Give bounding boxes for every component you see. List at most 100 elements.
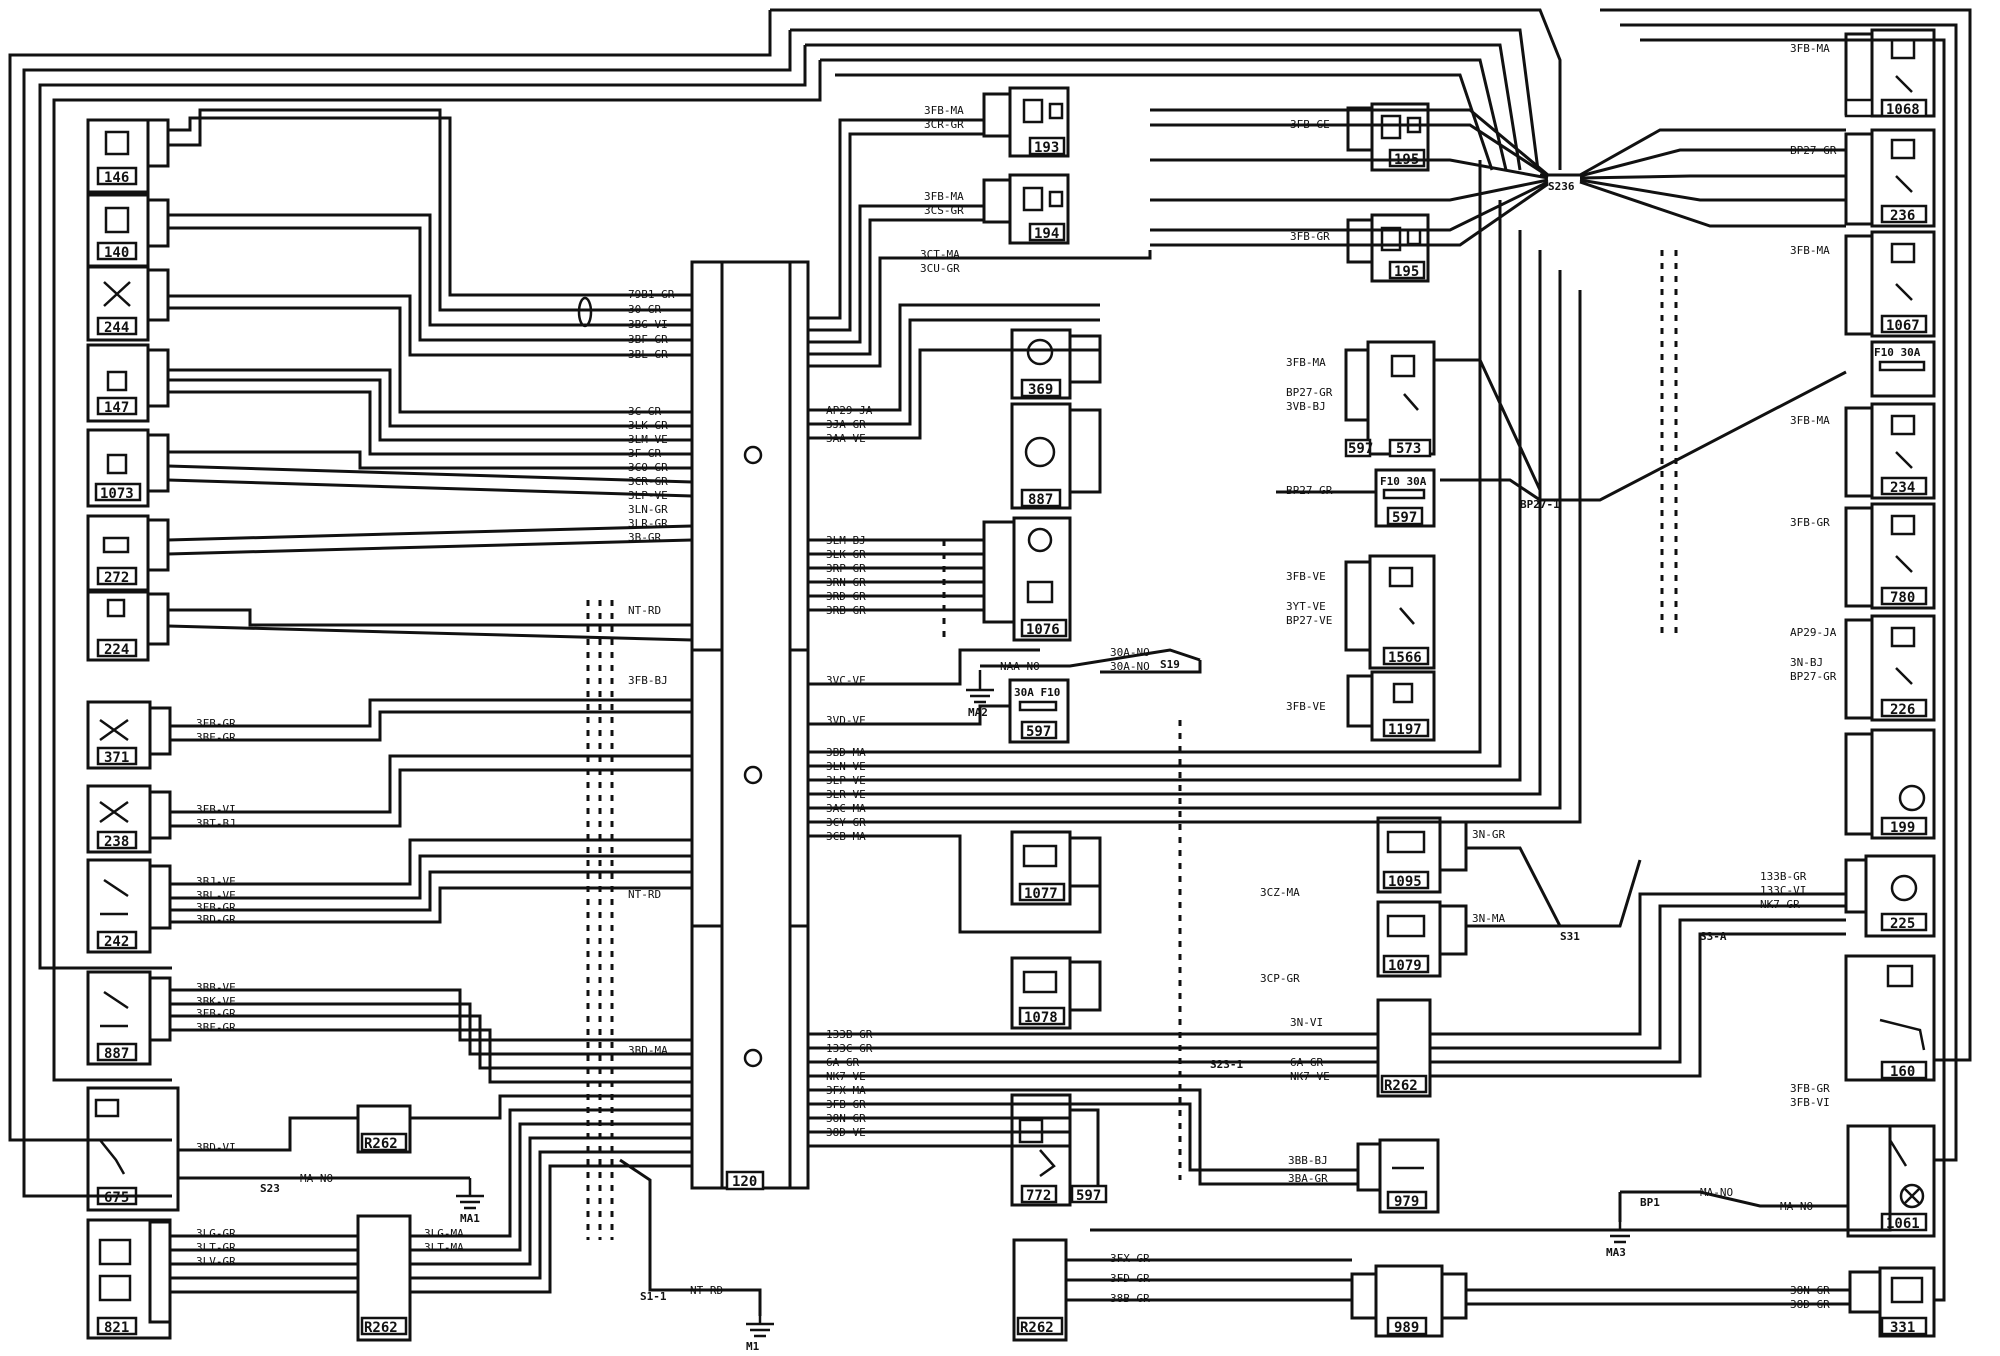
wire-label: 3BD-MA <box>826 746 866 759</box>
wire-label: 3LM-BJ <box>826 534 866 547</box>
component-1061-label: 1061 <box>1886 1216 1920 1232</box>
wire-label: NK7-VE <box>1290 1070 1330 1083</box>
component-236-label: 236 <box>1890 208 1915 224</box>
wire-label: 3B-GR <box>628 531 661 544</box>
wire-label: 3FB-MA <box>1286 356 1326 369</box>
wire-label: 3BD-VI <box>196 1141 236 1154</box>
wire-label: 3LV-GR <box>196 1255 236 1268</box>
wire-label: 3BE-GR <box>196 731 236 744</box>
wire-label: 3FB-VE <box>1286 700 1326 713</box>
wire-label: BP27-GR <box>1790 144 1837 157</box>
wire-label: 133C-VI <box>1760 884 1806 897</box>
splice-s4: S3-A <box>1700 930 1727 943</box>
wire-label: 3BD-MA <box>628 1044 668 1057</box>
wire-label: 3FB-MA <box>1790 244 1830 257</box>
wire-label: 30-GR <box>628 303 661 316</box>
wire-label: 3FB-GR <box>196 1007 236 1020</box>
wire-label: 3BK-VE <box>196 995 236 1008</box>
wire-label: 3YT-VE <box>1286 600 1326 613</box>
wire-label: 3AC-MA <box>826 802 866 815</box>
wire-label: 3N-GR <box>1472 828 1505 841</box>
wire-label: 38D-GR <box>1790 1298 1830 1311</box>
wire-label: NT-RD <box>628 888 661 901</box>
component-979-label: 979 <box>1394 1194 1419 1210</box>
wire-label: NT-RD <box>628 604 661 617</box>
connector-262c-label: R262 <box>1020 1320 1054 1336</box>
wire-label: 133B-GR <box>1760 870 1807 883</box>
component-244-label: 244 <box>104 320 129 336</box>
component-238-label: 238 <box>104 834 129 850</box>
middle-components: 193 194 369 887 1076 30A F10 597 <box>356 86 1432 1342</box>
ground-m4-label: MA3 <box>1606 1246 1626 1259</box>
component-887-label: 887 <box>104 1046 129 1062</box>
wire-label: 3BF-GR <box>628 333 668 346</box>
component-140-label: 140 <box>104 245 129 261</box>
fuse-f3-label: 30A F10 <box>1014 686 1060 699</box>
wire-label: 3VC-VE <box>826 674 866 687</box>
component-1079-label: 1079 <box>1388 958 1422 974</box>
component-1077-label: 1077 <box>1024 886 1058 902</box>
wire-label: 3FB-GR <box>826 1098 866 1111</box>
wire-label: 3BD-GR <box>196 913 236 926</box>
wire-label: 3FB-MA <box>1790 42 1830 55</box>
connector-262d-label: R262 <box>1384 1078 1418 1094</box>
ecu-120: 120 <box>690 260 810 1191</box>
component-225-label: 225 <box>1890 916 1915 932</box>
wire-label: 3FX-MA <box>826 1084 866 1097</box>
wire-label: 133C-GR <box>826 1042 873 1055</box>
splice-s7: S19 <box>1160 658 1180 671</box>
wire-label: 3LP-VE <box>628 489 668 502</box>
wire-label: AP29-JA <box>826 404 873 417</box>
wire-label: 3FB-GR <box>196 717 236 730</box>
component-1073-label: 1073 <box>100 486 134 502</box>
wire-label: 3LK-GR <box>628 419 668 432</box>
wire-label: 3LN-VE <box>826 760 866 773</box>
wire-label: 6A-GR <box>826 1056 859 1069</box>
wire-label: 3CY-GR <box>826 816 866 829</box>
wire-label: 30A-NO <box>1110 660 1150 673</box>
component-887b-label: 887 <box>1028 492 1053 508</box>
ecu-circle-1 <box>743 445 763 465</box>
wiring-lines <box>8 8 1972 1316</box>
wire-label: 3BL-GR <box>628 348 668 361</box>
wire-label: 3LR-VE <box>826 788 866 801</box>
wire-label: 3FB-GR <box>196 901 236 914</box>
wire-label: 3CU-GR <box>920 262 960 275</box>
wire-label: 3LG-MA <box>424 1227 464 1240</box>
component-160-label: 160 <box>1890 1064 1915 1080</box>
component-780-label: 780 <box>1890 590 1915 606</box>
wire-labels: 79B1-GR 30-GR 3BG-VI 3BF-GR 3BL-GR 3C-GR… <box>196 42 1837 1311</box>
component-1197-label: 1197 <box>1388 722 1422 738</box>
wire-label: 3CS-GR <box>924 204 964 217</box>
component-331-label: 331 <box>1890 1320 1915 1336</box>
wire-label: 3LK-GR <box>826 548 866 561</box>
splice-s6: S31 <box>1560 930 1580 943</box>
splice-s5: BP27-1 <box>1520 498 1560 511</box>
component-597a-label: 597 <box>1026 724 1051 740</box>
splice-s8: S1-1 <box>640 1290 667 1303</box>
wire-label: 3N-MA <box>1472 912 1505 925</box>
wire-label: 3N-BJ <box>1790 656 1823 669</box>
wire-label: 3BG-VI <box>628 318 668 331</box>
wire-label: 3FB-MA <box>924 190 964 203</box>
splice-s9: BP1 <box>1640 1196 1660 1209</box>
wire-label: 3LT-GR <box>196 1241 236 1254</box>
component-597d-label: 597 <box>1392 510 1417 526</box>
wire-label: 3LM-VE <box>628 433 668 446</box>
wire-label: NT-RD <box>690 1284 723 1297</box>
wire-label: 3FB-GR <box>1790 516 1830 529</box>
wire-label: 3LT-MA <box>424 1241 464 1254</box>
wire-label: 3RB-GR <box>826 604 866 617</box>
component-369-label: 369 <box>1028 382 1053 398</box>
wire-label: 6A-GR <box>1290 1056 1323 1069</box>
component-242-label: 242 <box>104 934 129 950</box>
connector-262a-label: R262 <box>364 1136 398 1152</box>
wire-label: 3FB-MA <box>924 104 964 117</box>
wire-label: 3CB-MA <box>826 830 866 843</box>
component-371-label: 371 <box>104 750 129 766</box>
component-1095-label: 1095 <box>1388 874 1422 890</box>
wire-label: 3BJ-VE <box>196 875 236 888</box>
splices: S236 BP27-1 S31 S19 S1-1 BP1 S23 S23-1 S… <box>260 180 1727 1303</box>
wire-label: 38D-VE <box>826 1126 866 1139</box>
